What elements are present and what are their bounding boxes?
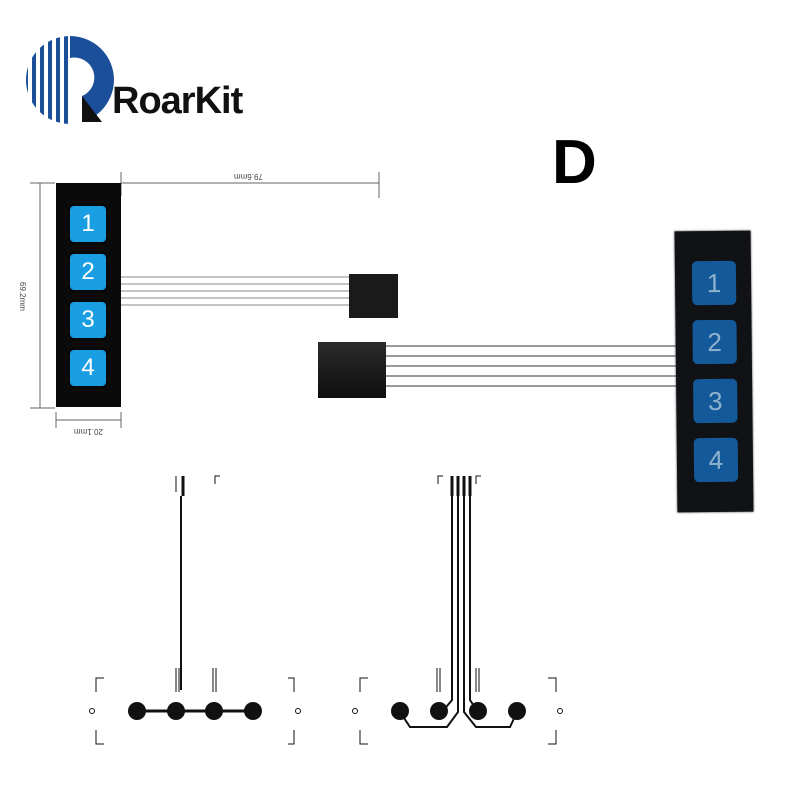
schematic-right xyxy=(352,475,563,745)
keypad-photo: 1 2 3 4 xyxy=(674,230,754,513)
brand-name: RoarKit xyxy=(112,80,243,122)
dimension-height: 69.2mm xyxy=(17,282,27,311)
connector-diagram xyxy=(349,274,398,318)
schematic-left xyxy=(89,475,301,745)
key-3: 3 xyxy=(70,302,106,338)
dimension-length: 79.6mm xyxy=(234,172,263,181)
roarkit-logo xyxy=(26,36,114,124)
schematic-right-pads xyxy=(391,702,526,720)
keypad-diagram: 1 2 3 4 xyxy=(56,183,121,407)
ribbon-cable-photo xyxy=(386,345,680,387)
dimension-width: 20.1mm xyxy=(74,427,103,436)
connector-photo xyxy=(318,342,386,398)
key-1: 1 xyxy=(70,206,106,242)
schematic-left-pads xyxy=(128,702,262,720)
dimension-lines xyxy=(30,172,380,428)
variant-label: D xyxy=(552,128,597,197)
key-2: 2 xyxy=(692,319,737,365)
ribbon-cable-flat xyxy=(121,276,349,306)
key-3: 3 xyxy=(693,378,738,424)
key-4: 4 xyxy=(70,350,106,386)
key-4: 4 xyxy=(693,437,739,483)
logo-mark xyxy=(26,36,114,124)
key-1: 1 xyxy=(691,260,737,306)
key-2: 2 xyxy=(70,254,106,290)
